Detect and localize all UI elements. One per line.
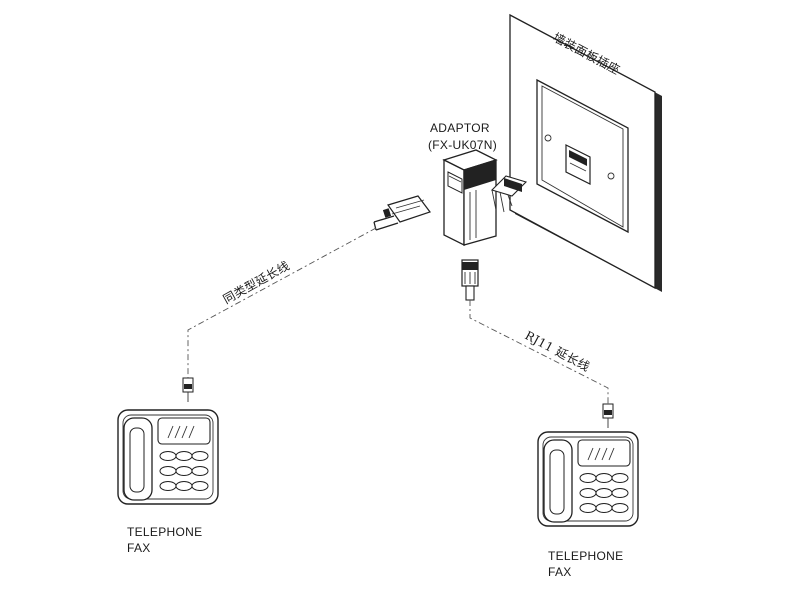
- rj11-plug-icon: [461, 259, 479, 301]
- telephone-icon: [537, 403, 639, 527]
- wall-socket-icon: [536, 78, 629, 234]
- right-device-label-line2: FAX: [548, 565, 572, 579]
- right-device-label-line1: TELEPHONE: [548, 549, 623, 563]
- adaptor-model-label: (FX-UK07N): [428, 138, 497, 152]
- left-device-label-line2: FAX: [127, 541, 151, 555]
- rj11-plug-icon: [373, 195, 431, 231]
- adaptor-name-label: ADAPTOR: [430, 121, 490, 135]
- wall-panel: [509, 13, 662, 292]
- left-extension-cable: [187, 227, 377, 378]
- telephone-icon: [117, 377, 219, 505]
- right-cable-label: RJ11 延长线: [523, 328, 593, 374]
- right-extension-cable: [469, 300, 609, 404]
- adaptor-icon: [442, 149, 528, 247]
- left-cable-label: 同类型延长线: [221, 259, 292, 307]
- left-device-label-line1: TELEPHONE: [127, 525, 202, 539]
